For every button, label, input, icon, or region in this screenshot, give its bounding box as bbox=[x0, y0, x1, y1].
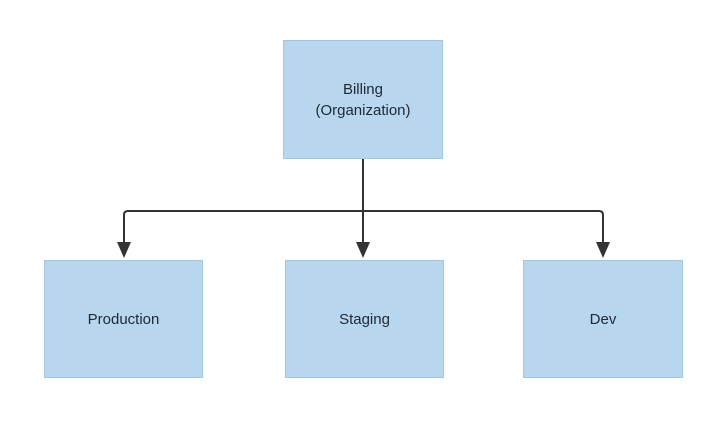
arrowhead-staging bbox=[356, 242, 370, 258]
connector-billing-dev bbox=[362, 210, 604, 244]
arrowhead-production bbox=[117, 242, 131, 258]
node-staging-label: Staging bbox=[339, 310, 390, 328]
node-production: Production bbox=[44, 260, 203, 378]
arrowhead-dev bbox=[596, 242, 610, 258]
node-dev: Dev bbox=[523, 260, 683, 378]
node-billing-organization: Billing (Organization) bbox=[283, 40, 443, 159]
node-production-label: Production bbox=[87, 310, 160, 328]
connector-billing-production bbox=[123, 210, 364, 244]
node-billing-label: Billing (Organization) bbox=[315, 80, 411, 119]
node-dev-label: Dev bbox=[589, 310, 617, 328]
node-staging: Staging bbox=[285, 260, 444, 378]
